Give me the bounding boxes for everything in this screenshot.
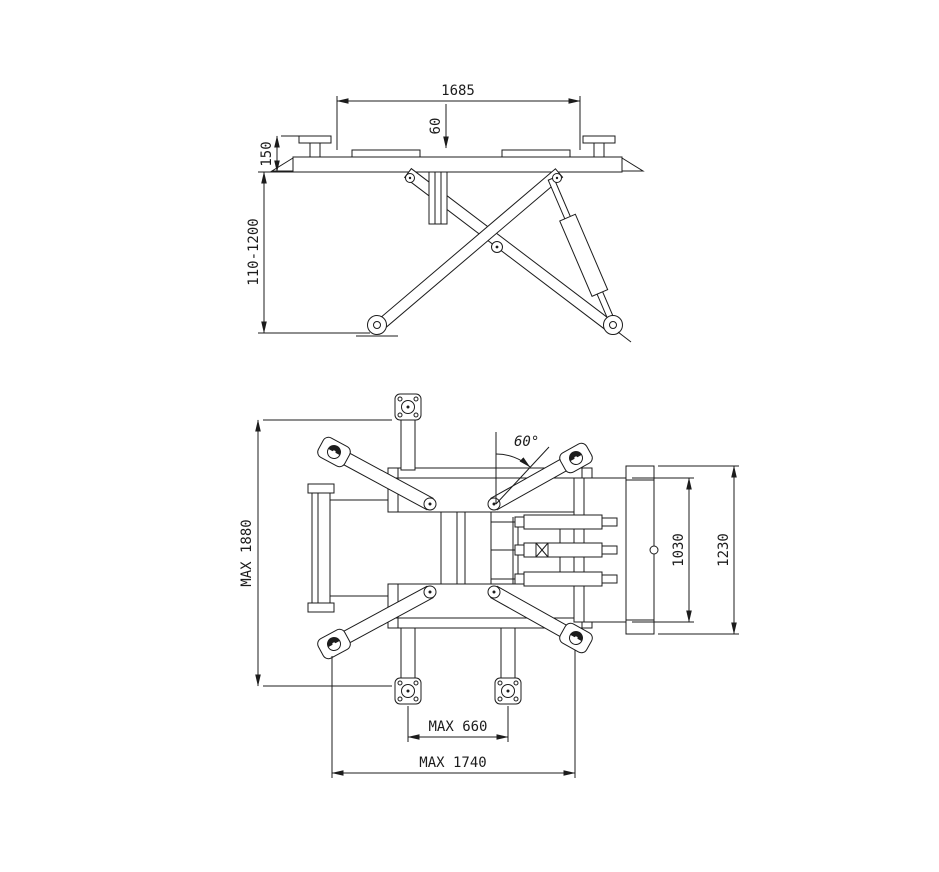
dim-overall-length: 1685 bbox=[336, 83, 581, 150]
lift-pad-bottom-left bbox=[394, 677, 422, 705]
safety-lock bbox=[428, 171, 448, 225]
platform bbox=[270, 149, 645, 173]
roller-block-lower-left bbox=[317, 628, 351, 660]
dim-pad-spacing-label: MAX 660 bbox=[428, 719, 487, 735]
side-view: 1685 60 150 110-1200 bbox=[246, 83, 645, 343]
center-pivot bbox=[491, 241, 503, 253]
pivot-pin-left bbox=[405, 173, 415, 183]
dim-lift-range: 110-1200 bbox=[246, 171, 370, 334]
dim-overall-length-label: 1685 bbox=[441, 83, 475, 99]
support-pad-left bbox=[298, 135, 332, 158]
dim-max-width: MAX 1880 bbox=[239, 419, 392, 687]
hydraulic-cylinders-plan bbox=[491, 514, 618, 587]
pad-arm-bottom-left bbox=[400, 627, 416, 679]
lift-pad-top bbox=[394, 393, 422, 421]
hydraulic-cylinder-side bbox=[547, 177, 618, 328]
dim-platform-height-label: 150 bbox=[259, 141, 275, 166]
dim-frame-width-label: 1030 bbox=[671, 533, 687, 567]
roller-block-upper-left bbox=[317, 436, 351, 468]
roller-block-upper-right bbox=[559, 442, 593, 474]
dim-plate-offset: 60 bbox=[428, 104, 449, 149]
arm-pivots bbox=[423, 497, 501, 599]
dim-max-length: MAX 1740 bbox=[331, 650, 576, 778]
dim-plate-offset-label: 60 bbox=[428, 118, 444, 135]
pad-arm-top bbox=[400, 419, 416, 471]
plan-view: 60° MAX 1880 1030 1230 MAX 660 bbox=[239, 393, 739, 778]
dim-lift-range-label: 110-1200 bbox=[246, 218, 262, 285]
dim-arm-angle-label: 60° bbox=[514, 434, 539, 450]
slide-plate-left bbox=[351, 149, 421, 158]
left-frame bbox=[307, 483, 388, 613]
dim-frame-width: 1030 bbox=[632, 477, 694, 623]
roller-left bbox=[356, 315, 398, 337]
angle-annotation: 60° bbox=[495, 432, 550, 505]
pivot-pin-right bbox=[552, 173, 562, 183]
scissor-leg-rear bbox=[370, 168, 564, 335]
dim-overall-width-label: 1230 bbox=[716, 533, 732, 567]
slide-plate-right bbox=[501, 149, 571, 158]
dim-max-width-label: MAX 1880 bbox=[239, 519, 255, 586]
dim-overall-width: 1230 bbox=[658, 465, 739, 635]
support-pad-right bbox=[582, 135, 616, 158]
center-column bbox=[440, 511, 492, 585]
roller-right bbox=[603, 315, 632, 343]
dim-max-length-label: MAX 1740 bbox=[419, 755, 486, 771]
valve-block bbox=[535, 542, 549, 558]
lift-pad-bottom-right bbox=[494, 677, 522, 705]
dim-pad-spacing: MAX 660 bbox=[407, 706, 509, 742]
roller-block-lower-right bbox=[559, 622, 593, 654]
pad-arm-bottom-right bbox=[500, 627, 516, 679]
